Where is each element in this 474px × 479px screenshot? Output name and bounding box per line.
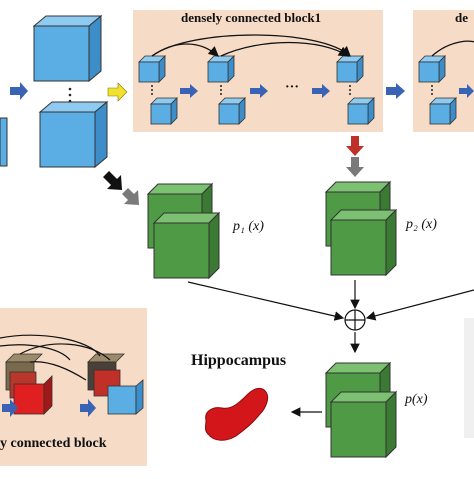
block1-cube-3b [347,97,375,125]
block1-dots [151,85,351,95]
block1-cube-2b [218,97,246,125]
p2-label: p₂ (x) [406,217,437,232]
hippocampus-label: Hippocampus [191,352,287,369]
block2-cube-b [429,97,457,125]
vertical-dots [68,87,72,103]
block1-ellipsis: ··· [285,80,300,95]
merge-lines [187,280,474,354]
inset-caption: y connected block [0,436,107,451]
arrow-gray-diagonal [122,188,139,205]
block1-cube-2a [207,55,235,83]
cube-stack-top [32,14,103,83]
dense-connections [151,34,351,57]
block2-title-fragment: de [455,10,468,25]
block1-title: densely connected block1 [181,10,322,25]
block1-arrows [180,83,405,99]
block1-cube-1b [150,97,178,125]
arrow-gray-down [346,157,364,177]
input-cube-left [0,117,8,167]
inset-connections [0,334,111,381]
block2-connection [431,40,474,57]
arrow-yellow [107,82,128,102]
arrow-left-blue [10,82,28,100]
arrow-black-diagonal [103,171,122,190]
p2-cube-front [329,208,398,277]
inset-cube-2 [87,353,144,415]
p-label: p(x) [405,392,428,407]
side-panel-right [464,318,474,438]
block1-cube-3a [336,55,364,83]
p1-label: p₁ (x) [233,219,264,234]
merge-plus-icon [344,309,366,331]
inset-arrows [2,399,96,417]
block2-dots [431,85,433,95]
inset-cube-1 [5,353,53,415]
block2-arrow [459,84,474,98]
p-cube-front [329,390,398,459]
p1-cube-front [152,211,221,280]
block2-cube-a [418,55,446,83]
arrow-red [346,136,364,156]
cube-stack-bottom [38,100,109,169]
hippocampus-segmentation [205,387,269,441]
block1-cube-1a [138,55,166,83]
